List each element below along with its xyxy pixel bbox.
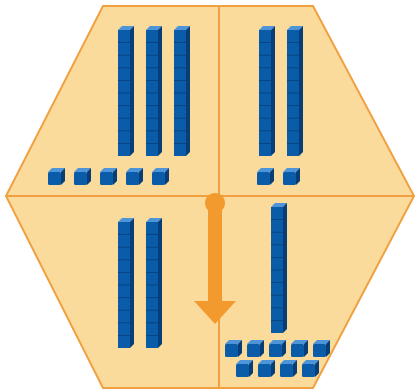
- bottom-right-ten-rod: [271, 203, 287, 333]
- top-left-ten-rod: [146, 26, 162, 156]
- top-left-unit-cube: [100, 168, 117, 185]
- bottom-left-ten-rod: [118, 218, 134, 348]
- top-right-unit-cube: [257, 168, 274, 185]
- bottom-right-unit-cube: [258, 360, 275, 377]
- top-right-ten-rod: [259, 26, 275, 156]
- bottom-right-unit-cube: [280, 360, 297, 377]
- bottom-right-unit-cube: [269, 340, 286, 357]
- top-left-ten-rod: [118, 26, 134, 156]
- top-left-unit-cube: [74, 168, 91, 185]
- top-left-unit-cube: [48, 168, 65, 185]
- top-left-unit-cube: [152, 168, 169, 185]
- top-right-unit-cube: [283, 168, 300, 185]
- top-left-unit-cube: [126, 168, 143, 185]
- bottom-right-unit-cube: [291, 340, 308, 357]
- bottom-right-unit-cube: [313, 340, 330, 357]
- top-right-ten-rod: [287, 26, 303, 156]
- bottom-right-unit-cube: [247, 340, 264, 357]
- bottom-right-unit-cube: [236, 360, 253, 377]
- top-left-ten-rod: [174, 26, 190, 156]
- base-ten-blocks: [48, 26, 330, 377]
- bottom-right-unit-cube: [302, 360, 319, 377]
- arrow-down-icon: [194, 193, 236, 324]
- bottom-left-ten-rod: [146, 218, 162, 348]
- bottom-right-unit-cube: [225, 340, 242, 357]
